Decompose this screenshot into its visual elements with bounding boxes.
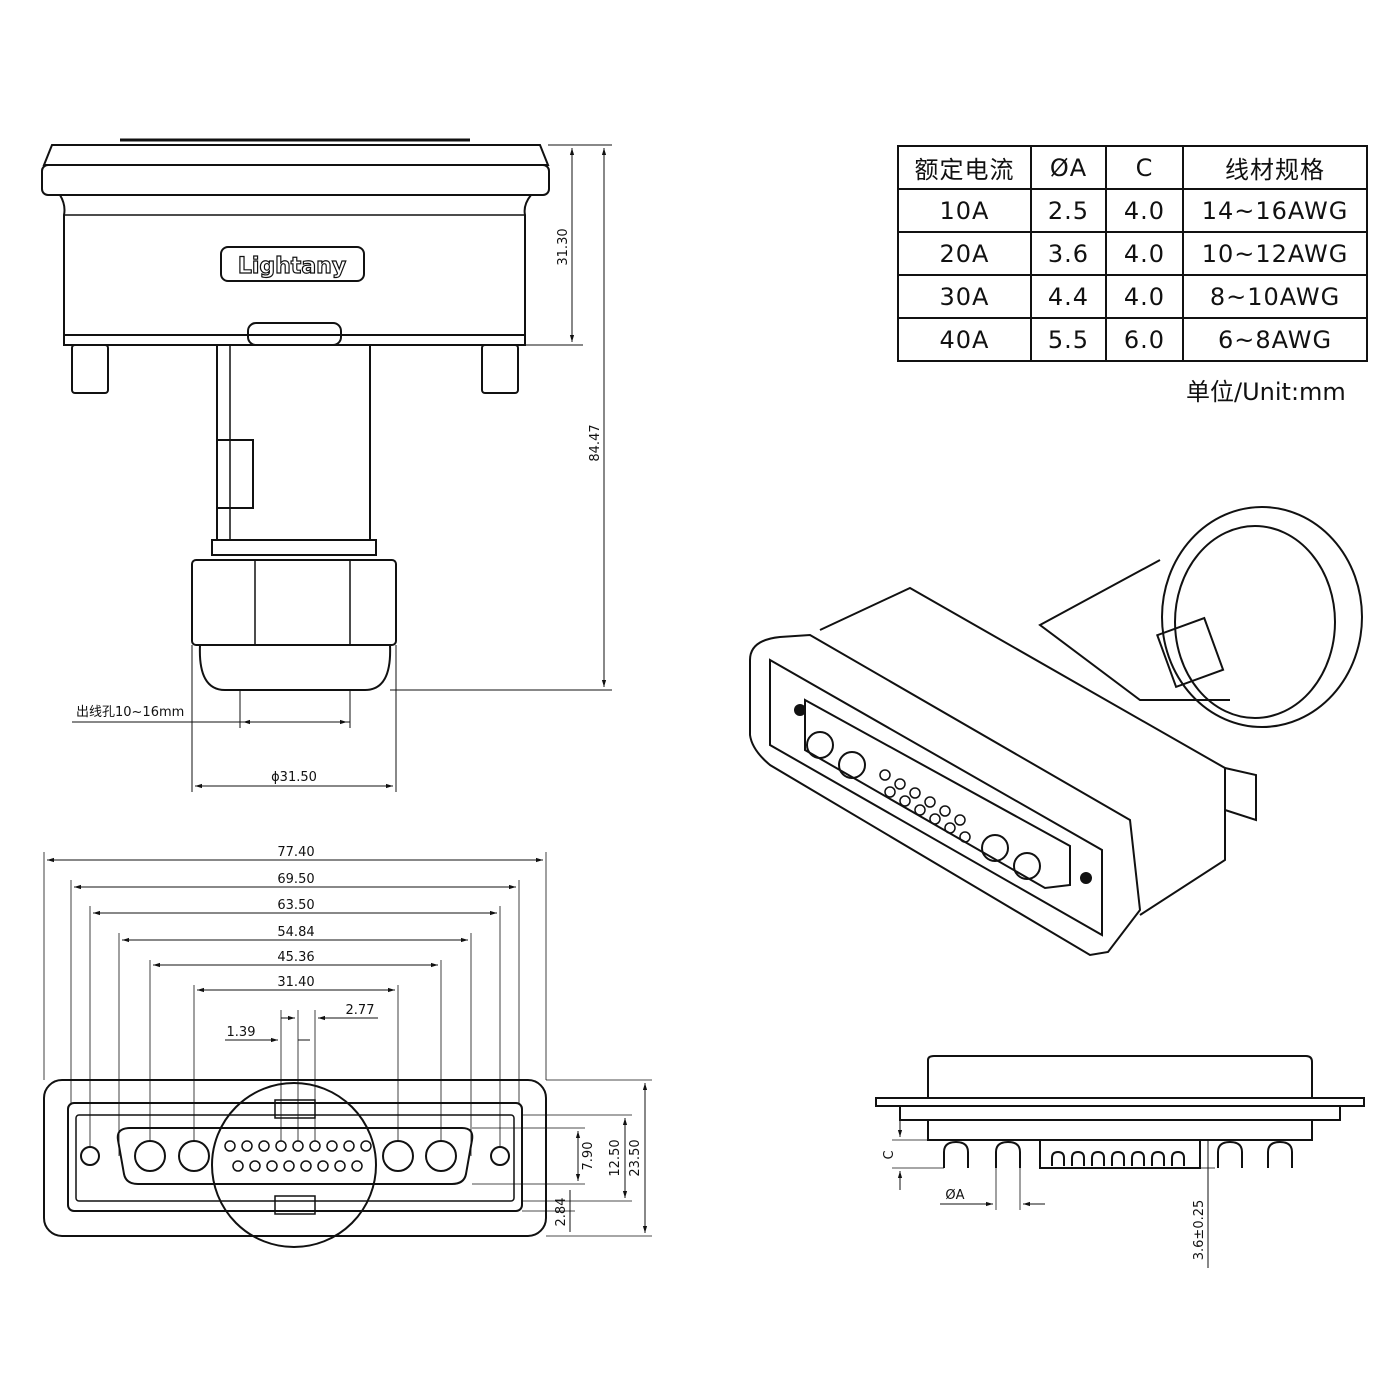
table-cell: 6~8AWG [1182, 317, 1368, 362]
spec-table-header: 额定电流 ØA C 线材规格 [897, 145, 1368, 190]
table-cell: 30A [897, 274, 1032, 319]
table-cell: 4.0 [1105, 231, 1184, 276]
dim-width-3: 54.84 [277, 925, 314, 940]
front-view: 77.40 69.50 63.50 54.84 45.36 31.40 1.39… [43, 845, 652, 1248]
isometric-view [749, 506, 1363, 957]
dim-width-0: 77.40 [277, 845, 314, 860]
solder-cups [943, 1140, 1293, 1169]
dim-height-2: 23.50 [628, 1139, 643, 1176]
table-cell: 4.4 [1030, 274, 1107, 319]
table-row: 20A 3.6 4.0 10~12AWG [897, 231, 1368, 276]
table-row: 30A 4.4 4.0 8~10AWG [897, 274, 1368, 319]
table-cell: 4.0 [1105, 188, 1184, 233]
header-rated-current: 额定电流 [897, 145, 1032, 190]
table-cell: 10~12AWG [1182, 231, 1368, 276]
dim-width-5: 31.40 [277, 975, 314, 990]
table-cell: 10A [897, 188, 1032, 233]
brand-logo: Lightany [238, 254, 346, 279]
table-cell: 20A [897, 231, 1032, 276]
table-row: 10A 2.5 4.0 14~16AWG [897, 188, 1368, 233]
dim-pitch-small: 1.39 [227, 1025, 256, 1040]
dim-height-1: 12.50 [608, 1139, 623, 1176]
header-phi-a: ØA [1030, 145, 1107, 190]
dim-pitch-large: 2.77 [346, 1003, 375, 1018]
dim-diameter: ϕ31.50 [271, 770, 317, 785]
side-view: Lightany 31.30 84.47 出线孔10~16mm ϕ3 [41, 138, 612, 792]
dim-height-upper: 31.30 [556, 228, 571, 265]
table-cell: 2.5 [1030, 188, 1107, 233]
table-row: 40A 5.5 6.0 6~8AWG [897, 317, 1368, 362]
unit-note: 单位/Unit:mm [1186, 378, 1346, 406]
brand-logo-plate [220, 246, 365, 282]
table-cell: 5.5 [1030, 317, 1107, 362]
cable-hole-label: 出线孔10~16mm [76, 705, 184, 720]
dim-height-total: 84.47 [588, 424, 603, 461]
table-cell: 6.0 [1105, 317, 1184, 362]
table-cell: 3.6 [1030, 231, 1107, 276]
dim-height-0: 7.90 [581, 1142, 596, 1171]
table-cell: 14~16AWG [1182, 188, 1368, 233]
dim-width-1: 69.50 [277, 872, 314, 887]
dim-pin: 3.6±0.25 [1192, 1200, 1207, 1261]
signal-pins [224, 1140, 372, 1172]
dim-c: C [882, 1150, 897, 1159]
dim-phi-a: ØA [945, 1188, 964, 1203]
header-c: C [1105, 145, 1184, 190]
header-wire-spec: 线材规格 [1182, 145, 1368, 190]
dim-offset: 2.84 [554, 1198, 569, 1227]
bottom-view: C ØA 3.6±0.25 [875, 1055, 1365, 1268]
spec-table: 额定电流 ØA C 线材规格 10A 2.5 4.0 14~16AWG 20A … [897, 145, 1368, 362]
table-cell: 8~10AWG [1182, 274, 1368, 319]
dim-width-4: 45.36 [277, 950, 314, 965]
dim-width-2: 63.50 [277, 898, 314, 913]
table-cell: 4.0 [1105, 274, 1184, 319]
table-cell: 40A [897, 317, 1032, 362]
